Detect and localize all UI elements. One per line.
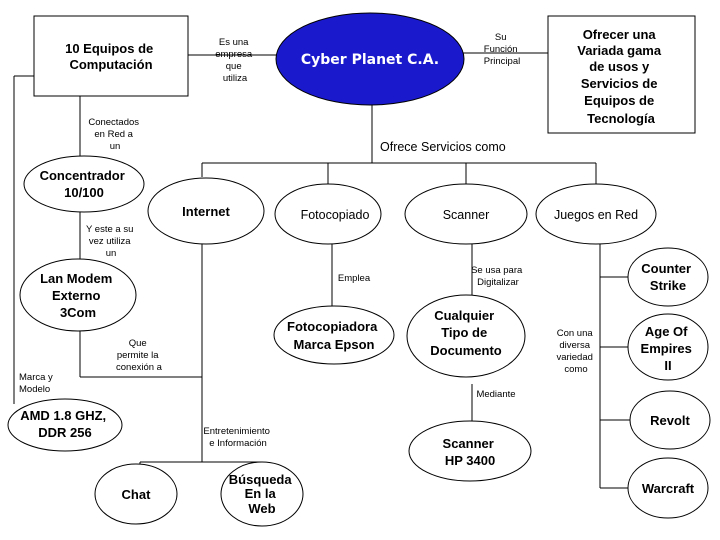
node-internet: Internet [147,177,265,245]
node-busqueda-label: Búsqueda En la Web [229,472,295,516]
node-chat: Chat [94,463,178,525]
node-counter-strike-label: Counter Strike [641,261,694,293]
node-fotocopiado: Fotocopiado [274,183,382,245]
node-lan-modem-label: Lan Modem Externo 3Com [40,271,116,320]
node-warcraft-label: Warcraft [642,481,695,496]
edge-label-se-usa: Se usa para Digitalizar [471,265,525,288]
node-concentrador: Concentrador 10/100 [23,155,145,213]
node-juegos-label: Juegos en Red [554,208,638,222]
node-fotocopiadora-label: Fotocopiadora Marca Epson [287,319,381,352]
node-documento-label: Cualquier Tipo de Documento [430,308,502,358]
node-busqueda: Búsqueda En la Web [220,461,304,527]
node-scanner-label: Scanner [443,208,490,222]
node-cyber-planet: Cyber Planet C.A. [275,12,465,106]
edge-label-conectados: Conectados en Red a un [88,117,141,152]
edge-label-con-una: Con una diversa variedad como [556,328,595,375]
edge-label-y-este: Y este a su vez utiliza un [86,224,136,259]
node-ofrecer-label: Ofrecer una Variada gama de usos y Servi… [577,27,664,126]
node-documento: Cualquier Tipo de Documento [406,294,526,378]
node-warcraft: Warcraft [627,457,709,519]
edge-label-su-funcion: Su Función Principal [484,32,520,67]
node-fotocopiado-label: Fotocopiado [301,208,370,222]
node-age-of-empires: Age Of Empires II [627,313,709,381]
node-juegos: Juegos en Red [535,183,657,245]
node-cyber-planet-label: Cyber Planet C.A. [301,52,439,68]
edge-label-entretenimiento: Entretenimiento e Información [203,426,272,449]
node-revolt: Revolt [629,390,711,450]
node-amd-label: AMD 1.8 GHZ, DDR 256 [20,408,110,440]
node-counter-strike: Counter Strike [627,247,709,307]
node-fotocopiadora: Fotocopiadora Marca Epson [273,305,395,365]
edge-label-ofrece-servicios: Ofrece Servicios como [380,140,506,154]
node-concentrador-label: Concentrador 10/100 [40,168,129,200]
edge-label-marca-modelo: Marca y Modelo [19,372,55,395]
node-equipos-label: 10 Equipos de Computación [65,41,157,72]
edge-label-emplea: Emplea [338,273,371,284]
node-chat-label: Chat [122,487,152,502]
node-equipos: 10 Equipos de Computación [33,15,189,97]
node-scanner-hp: Scanner HP 3400 [408,420,532,482]
edge-label-que-permite: Que permite la conexión a [116,338,163,373]
connector-lines [13,52,630,489]
node-internet-label: Internet [182,204,230,219]
node-age-of-empires-label: Age Of Empires II [641,324,696,373]
edge-label-mediante: Mediante [476,389,515,400]
node-scanner: Scanner [404,183,528,245]
node-ofrecer: Ofrecer una Variada gama de usos y Servi… [547,15,696,134]
node-scanner-hp-label: Scanner HP 3400 [443,436,498,468]
edge-label-es-una-empresa: Es una empresa que utiliza [215,37,255,84]
node-amd: AMD 1.8 GHZ, DDR 256 [7,398,123,452]
node-lan-modem: Lan Modem Externo 3Com [19,258,137,332]
node-revolt-label: Revolt [650,413,690,428]
